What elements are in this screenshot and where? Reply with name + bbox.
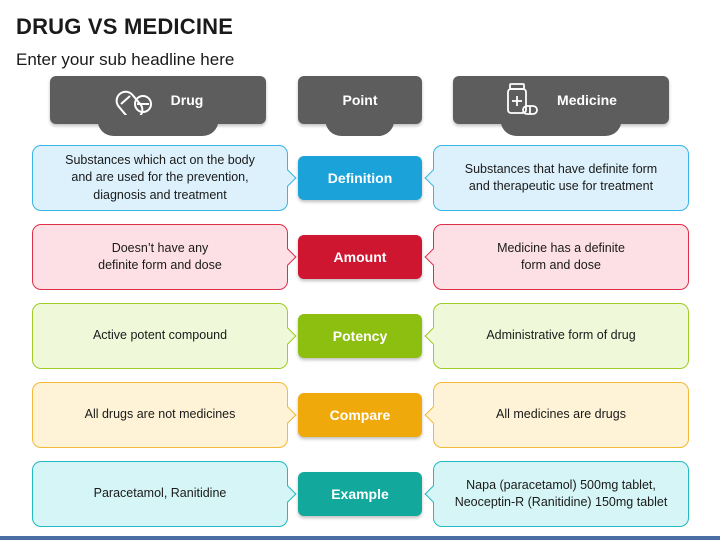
header-medicine: Medicine (453, 76, 669, 136)
point-compare: Compare (298, 393, 422, 437)
drug-cell-text: Doesn’t have any definite form and dose (98, 240, 222, 273)
bottom-accent-bar (0, 536, 720, 540)
medicine-cell-text: Napa (paracetamol) 500mg tablet, Neocept… (454, 477, 668, 510)
point-potency: Potency (298, 314, 422, 358)
drug-cell-text: Paracetamol, Ranitidine (93, 486, 227, 501)
drug-cell-text: All drugs are not medicines (84, 407, 236, 422)
header-drug-label: Drug (170, 92, 204, 108)
drug-cell-amount: Doesn’t have any definite form and dose (32, 224, 297, 290)
drug-cell-definition: Substances which act on the body and are… (32, 145, 297, 211)
header-medicine-label: Medicine (557, 92, 617, 108)
drug-cell-text: Substances which act on the body and are… (65, 152, 255, 202)
header-drug-tab (97, 120, 219, 136)
drug-cell-compare: All drugs are not medicines (32, 382, 297, 448)
medicine-cell-text: All medicines are drugs (496, 407, 626, 422)
header-point: Point (298, 76, 422, 136)
medicine-cell-text: Administrative form of drug (486, 328, 636, 343)
medicine-cell-text: Substances that have definite form and t… (464, 161, 658, 194)
point-example: Example (298, 472, 422, 516)
drug-cell-example: Paracetamol, Ranitidine (32, 461, 297, 527)
medicine-cell-definition: Substances that have definite form and t… (424, 145, 689, 211)
medicine-cell-compare: All medicines are drugs (424, 382, 689, 448)
medicine-cell-text: Medicine has a definite form and dose (497, 240, 625, 273)
medicine-cell-amount: Medicine has a definite form and dose (424, 224, 689, 290)
drug-cell-potency: Active potent compound (32, 303, 297, 369)
header-drug: Drug (50, 76, 266, 136)
medicine-cell-potency: Administrative form of drug (424, 303, 689, 369)
medicine-bottle-icon (505, 82, 539, 118)
header-point-tab (325, 120, 395, 136)
point-label: Amount (333, 249, 387, 265)
header-medicine-tab (500, 120, 622, 136)
point-amount: Amount (298, 235, 422, 279)
point-definition: Definition (298, 156, 422, 200)
drug-cell-text: Active potent compound (92, 328, 228, 343)
point-label: Definition (327, 170, 393, 186)
page-subtitle: Enter your sub headline here (16, 50, 235, 69)
point-label: Example (331, 486, 389, 502)
page-title: DRUG VS MEDICINE (16, 14, 234, 39)
point-label: Potency (332, 328, 388, 344)
header-point-label: Point (342, 92, 378, 108)
medicine-cell-example: Napa (paracetamol) 500mg tablet, Neocept… (424, 461, 689, 527)
pill-icon (113, 85, 153, 115)
point-label: Compare (329, 407, 391, 423)
